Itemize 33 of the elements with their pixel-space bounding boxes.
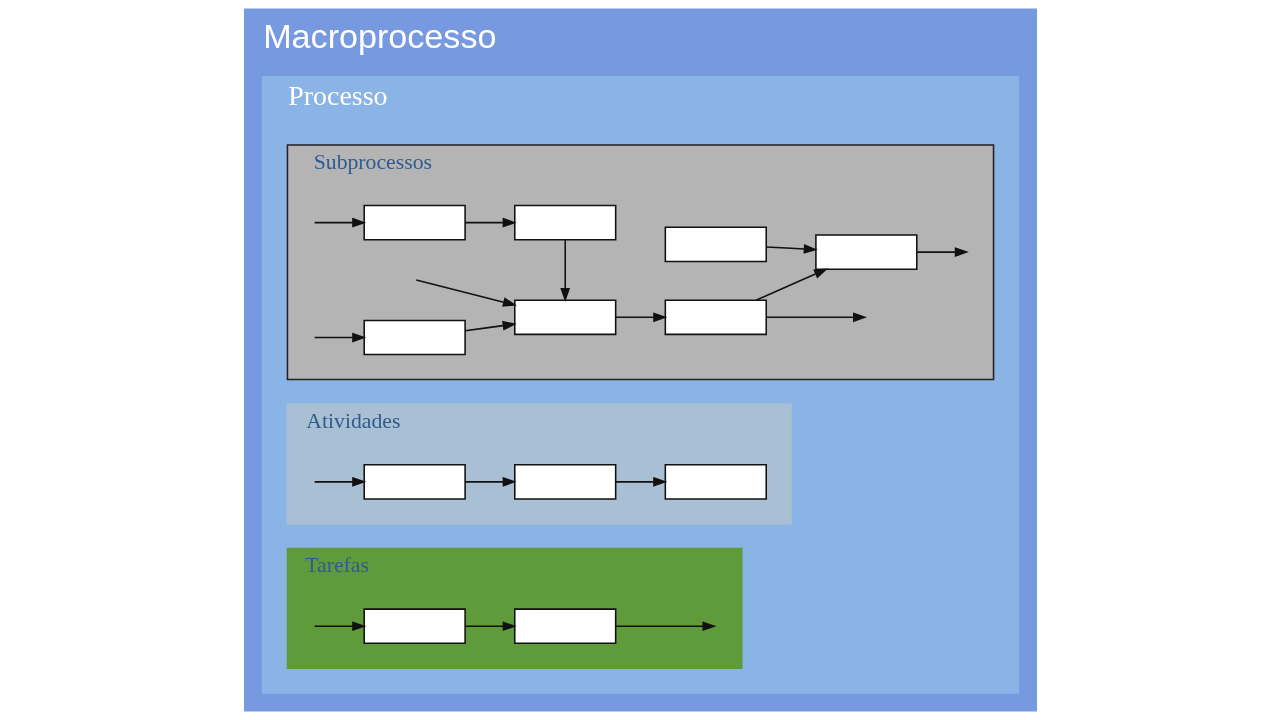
cluster: Subprocessos <box>286 144 994 381</box>
arrow <box>464 476 517 487</box>
arrow <box>614 476 667 487</box>
node-box <box>664 226 767 263</box>
diagram-title: Macroprocesso <box>262 17 496 56</box>
node-box <box>362 319 466 356</box>
arrow <box>464 320 517 332</box>
arrow <box>464 621 517 632</box>
arrow <box>765 244 818 254</box>
arrow <box>313 621 366 632</box>
arrow <box>313 217 366 228</box>
node-box <box>664 299 767 336</box>
node-box <box>664 464 767 500</box>
arrow <box>765 312 867 323</box>
node-box <box>513 464 616 500</box>
arrow <box>754 268 828 301</box>
node-box <box>513 608 616 645</box>
arrow <box>614 621 716 632</box>
node-box <box>362 608 466 645</box>
arrow <box>313 332 366 343</box>
node-box <box>513 299 616 336</box>
node-box <box>513 204 616 241</box>
arrow <box>464 217 517 228</box>
arrow <box>559 239 570 302</box>
cluster: Tarefas <box>286 547 742 669</box>
arrow <box>415 279 517 307</box>
arrow <box>313 476 366 487</box>
cluster: Atividades <box>286 403 792 525</box>
node-box <box>362 204 466 241</box>
arrow <box>614 312 667 323</box>
arrow <box>915 247 969 257</box>
node-box <box>362 464 466 500</box>
node-box <box>814 234 918 270</box>
